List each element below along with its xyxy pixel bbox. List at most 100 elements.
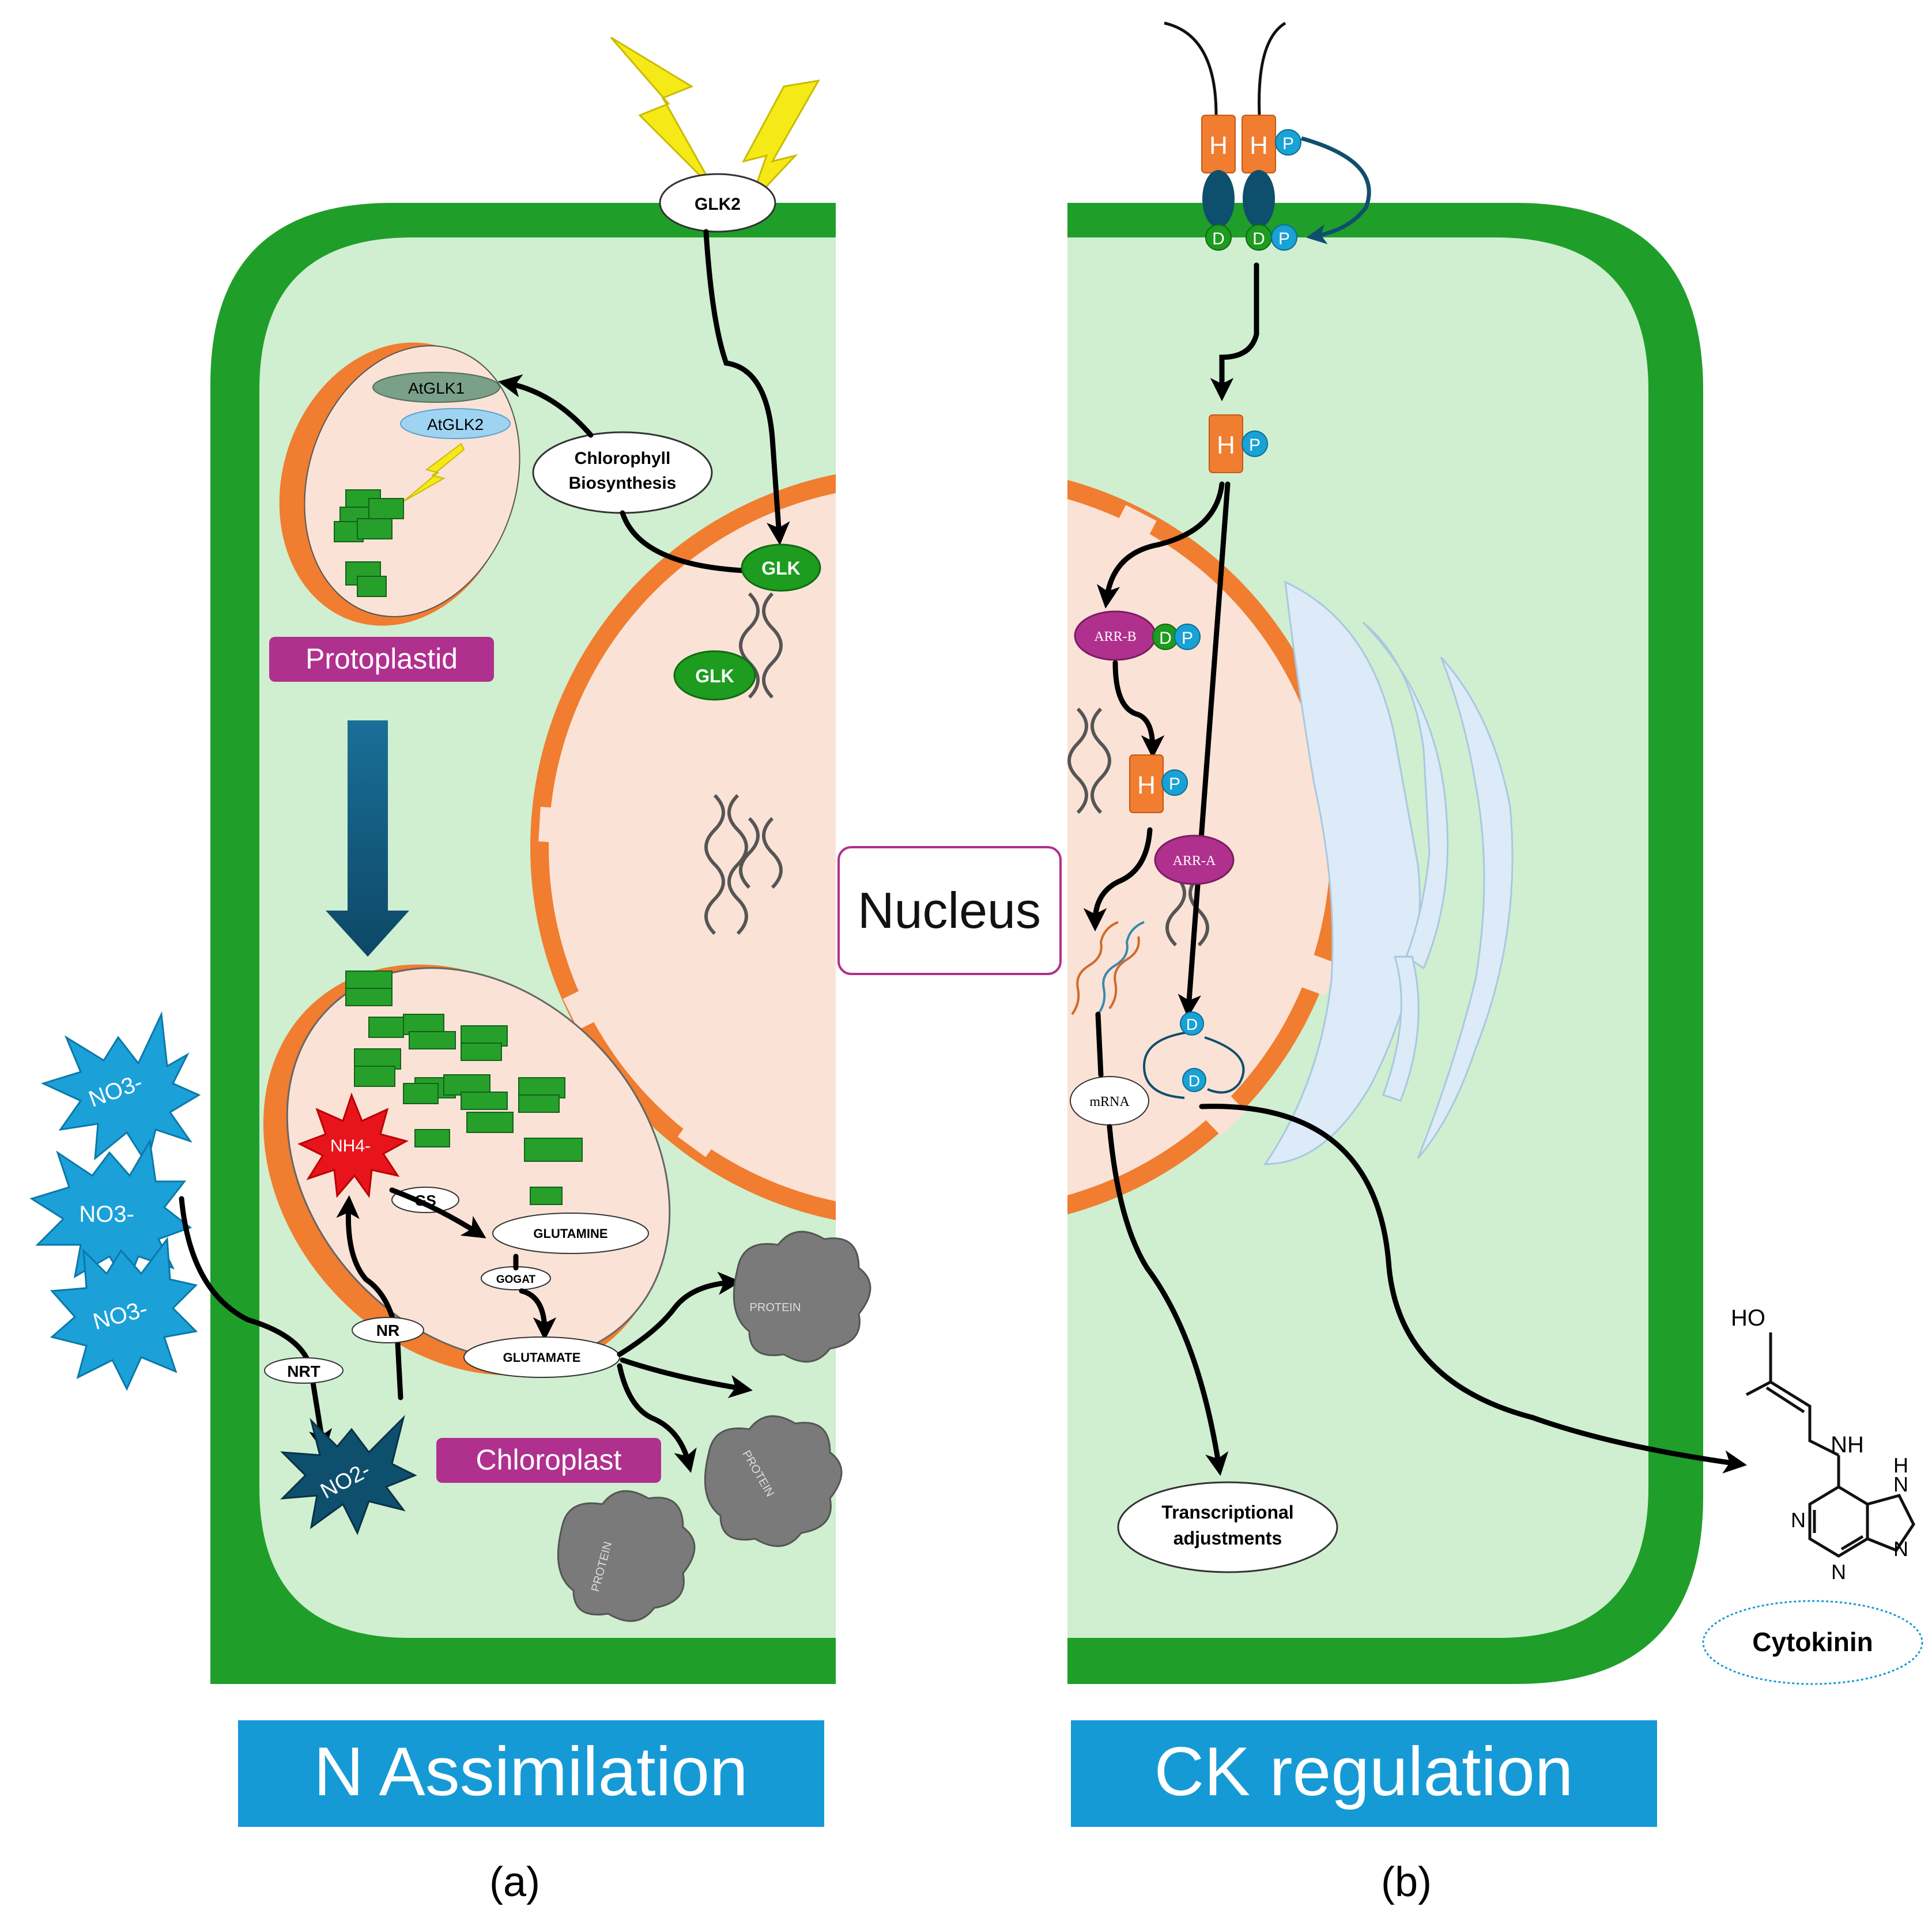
atglk2-label: AtGLK2 [427, 416, 484, 433]
nucleus-label: Nucleus [858, 882, 1041, 939]
h-low-p-label: P [1169, 775, 1180, 794]
arrow-glutamate-to-protein-3 [617, 1363, 697, 1473]
cytokinin-label: Cytokinin [1752, 1627, 1873, 1657]
nh-label: NH [1831, 1432, 1864, 1457]
receptor-h-box-2: H [1242, 115, 1276, 173]
n-label-1: N [1791, 1508, 1806, 1532]
dna-right-2 [1165, 874, 1209, 947]
d-cycle-label-2: D [1188, 1072, 1200, 1090]
glutamate-label: GLUTAMATE [503, 1350, 581, 1365]
protein-cloud-1: PROTEIN [733, 1230, 871, 1363]
ahp-p-label: P [1249, 436, 1261, 455]
no3-starburst-2: NO3- [29, 1138, 193, 1287]
caption-b: (b) [1381, 1859, 1432, 1905]
protoplastid-label: Protoplastid [305, 643, 458, 675]
transcriptional-line2: adjustments [1173, 1528, 1282, 1549]
dna-left-2 [704, 794, 783, 935]
arrow-receptor-to-ahp [1210, 262, 1259, 402]
ahp-h-box: H [1209, 414, 1243, 473]
thylakoid-grana-icon [345, 971, 583, 1205]
receptor-h-label-2: H [1250, 131, 1268, 160]
d-cycle-circle-1 [1180, 1011, 1204, 1036]
glk2-membrane-oval: GLK2 [659, 173, 776, 233]
arrow-to-cytokinin [1199, 1104, 1748, 1474]
chlorophyll-line1: Chlorophyll [575, 449, 671, 468]
ck-regulation-banner: CK regulation [1071, 1720, 1657, 1827]
receptor-p-label-top: P [1282, 134, 1294, 153]
glk2-label: GLK2 [695, 195, 741, 214]
chlorophyll-line2: Biosynthesis [569, 474, 677, 493]
protein-cloud-3: PROTEIN [557, 1490, 696, 1622]
no3-starburst-1: NO3- [40, 1011, 201, 1166]
arrow-mrna-line [1095, 1011, 1104, 1078]
h-low-box: H [1129, 754, 1164, 813]
transmembrane-oval-1 [1202, 170, 1235, 228]
receptor-antenna-left [1164, 21, 1218, 116]
receptor-d-circle-2: D [1246, 224, 1272, 251]
glutamate-oval: GLUTAMATE [463, 1336, 620, 1378]
nr-oval: NR [352, 1317, 424, 1343]
gs-oval: GS [391, 1187, 459, 1213]
arrow-mrna-to-transcription [1107, 1124, 1229, 1477]
receptor-p-circle-top: P [1275, 129, 1301, 156]
arrow-gs-to-glutamine [389, 1187, 486, 1238]
no2-starburst: NO2- [280, 1415, 417, 1535]
protoplastid-badge: Protoplastid [269, 637, 494, 682]
glutamine-label: GLUTAMINE [533, 1226, 607, 1241]
protoplastid: AtGLK1 AtGLK2 [279, 342, 520, 626]
ahp-h-label: H [1217, 431, 1235, 459]
atglk1-label: AtGLK1 [408, 379, 465, 397]
dna-left-1 [739, 592, 783, 699]
receptor-d-label-1: D [1212, 229, 1225, 248]
arrow-arrb-to-h [1112, 660, 1165, 759]
chloroplast-label: Chloroplast [476, 1444, 622, 1476]
receptor-d-label-2: D [1252, 229, 1265, 248]
receptor-p-circle-mid: P [1271, 224, 1297, 251]
arr-b-oval: ARR-B [1074, 610, 1157, 661]
arr-a-oval: ARR-A [1154, 834, 1235, 885]
mrna-oval: mRNA [1070, 1076, 1149, 1126]
receptor-d-circle-1: D [1205, 224, 1232, 251]
glk-oval-1: GLK [741, 543, 821, 592]
arr-b-label: ARR-B [1094, 629, 1136, 644]
ck-regulation-label: CK regulation [1154, 1733, 1573, 1810]
glk-label-2: GLK [695, 666, 734, 686]
transcriptional-adjustments-oval: Transcriptional adjustments [1117, 1481, 1338, 1573]
mrna-label: mRNA [1089, 1094, 1130, 1109]
arr-b-d-label: D [1159, 629, 1172, 648]
n-label-4: N [1893, 1537, 1908, 1561]
nrt-label: NRT [287, 1362, 320, 1380]
no3-label-2: NO3- [79, 1202, 134, 1227]
dna-right-1 [1067, 707, 1111, 814]
protein-label-1: PROTEIN [750, 1301, 801, 1314]
no3-starburst-3: NO3- [50, 1236, 198, 1391]
arr-b-d-circle: D [1152, 624, 1179, 650]
receptor-h-box-1: H [1201, 115, 1236, 173]
endoplasmic-reticulum [1263, 580, 1514, 1165]
arrow-ahp-to-d-cycle [1178, 481, 1231, 1018]
arrow-phospho-transfer [1301, 136, 1371, 244]
chloroplast-badge: Chloroplast [436, 1438, 661, 1483]
big-down-arrow [326, 720, 409, 957]
ho-label: HO [1731, 1305, 1765, 1331]
ahp-p-circle: P [1242, 431, 1268, 457]
arrow-gogat-to-glutamate [513, 1253, 545, 1331]
n-label-2: N [1831, 1560, 1846, 1584]
transcriptional-line1: Transcriptional [1161, 1502, 1293, 1523]
arrow-ahp-to-arrb [1096, 481, 1225, 609]
cytokinin-structure [1745, 1332, 1915, 1558]
glk-oval-2: GLK [673, 650, 756, 701]
caption-a: (a) [489, 1859, 540, 1905]
d-cycle-circle-2 [1182, 1068, 1206, 1092]
thylakoid-stack-icon [334, 489, 404, 597]
d-cycle-label-1: D [1186, 1015, 1198, 1033]
glutamine-oval: GLUTAMINE [492, 1213, 649, 1254]
gogat-label: GOGAT [496, 1274, 536, 1286]
nucleus-label-box: Nucleus [837, 846, 1062, 975]
h-low-label: H [1137, 771, 1156, 799]
receptor-antenna-right [1258, 21, 1286, 116]
n-label-3: N [1893, 1472, 1908, 1496]
receptor-p-label-mid: P [1278, 229, 1290, 248]
arr-a-label: ARR-A [1173, 854, 1216, 869]
arrow-glk2-to-glk [703, 229, 790, 546]
